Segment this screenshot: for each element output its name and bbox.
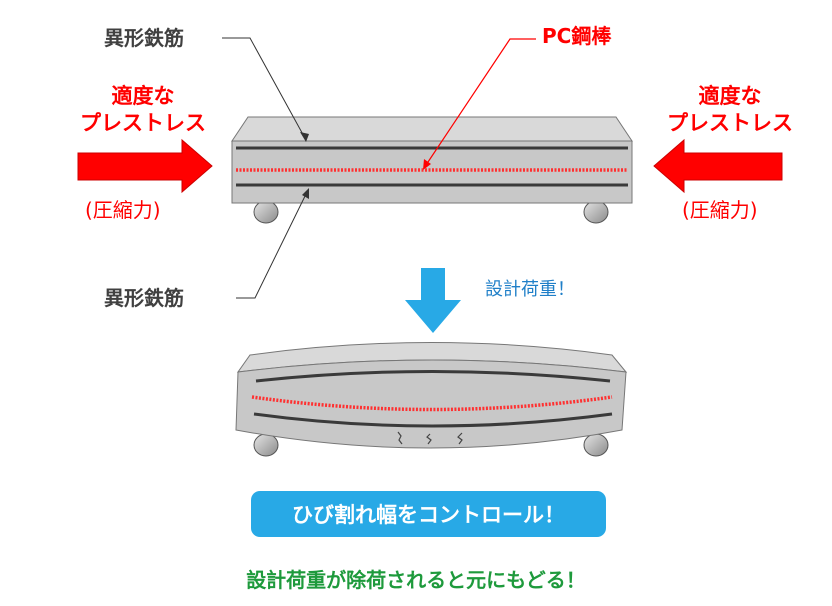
label-recovery: 設計荷重が除荷されると元にもどる！ [246,568,586,592]
top-beam-front-face [231,140,633,204]
leader-arrowhead-red [423,159,431,170]
label-left-prestress-1: 適度な [111,84,175,108]
bottom-beam-rebar-lower [253,412,613,428]
top-beam [231,116,633,224]
roller-left-bottom [253,433,279,457]
load-arrow [405,268,461,333]
leader-rebar-top [222,37,307,141]
bottom-beam-front-face [235,359,627,449]
roller-right-top [583,200,609,224]
left-prestress-arrow [77,138,213,194]
roller-right-bottom [583,433,609,457]
label-rebar-top: 異形鉄筋 [104,26,184,50]
label-design-load: 設計荷重！ [485,279,575,300]
bottom-beam-rebar-upper [255,370,611,383]
leader-arrowhead [302,188,309,199]
crack-1 [397,431,403,445]
label-left-compression: (圧縮力) [85,198,161,222]
right-prestress-arrow [653,138,783,194]
leader-arrowhead [300,132,309,142]
top-beam-top-face [231,116,633,142]
leader-pc-bar [423,38,536,169]
crack-control-banner: ひび割れ幅をコントロール！ [251,491,606,537]
crack-3 [457,432,463,445]
bottom-beam [235,342,628,457]
label-right-prestress-2: プレストレス [667,111,793,135]
roller-left-top [253,200,279,224]
label-right-compression: (圧縮力) [682,198,758,222]
leader-rebar-bottom [236,189,309,299]
bottom-beam-pc-bar [251,395,613,412]
crack-2 [426,433,432,445]
label-right-prestress-1: 適度な [698,84,762,108]
label-left-prestress-2: プレストレス [80,111,206,135]
label-rebar-bottom: 異形鉄筋 [104,286,184,310]
label-pc-bar: PC鋼棒 [542,24,612,48]
